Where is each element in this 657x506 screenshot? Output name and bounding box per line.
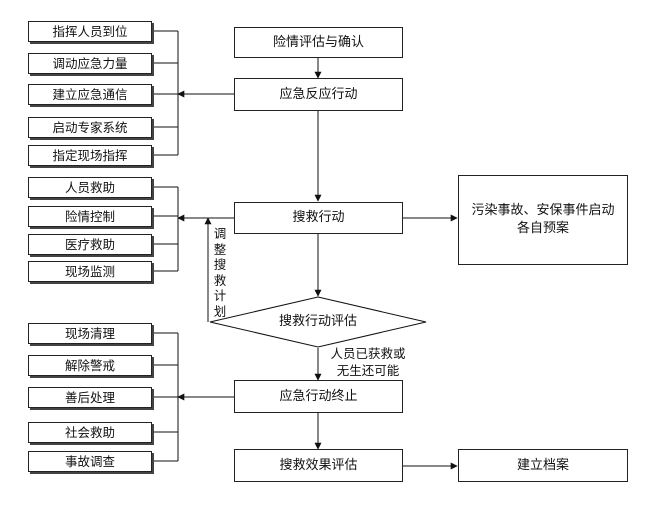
emergency-end-label: 应急行动终止 [279,388,358,404]
group-rescue-item: 医疗救助 [28,234,152,255]
effect-evaluation-label: 搜救效果评估 [279,457,358,473]
group-rescue-item: 险情控制 [28,206,152,227]
group-response-item: 调动应急力量 [28,53,152,74]
group-rescue-item: 现场监测 [28,261,152,282]
search-rescue-label: 搜救行动 [292,210,345,225]
group-response-item: 启动专家系统 [28,117,152,138]
decision-diamond [209,296,427,348]
build-archive-box: 建立档案 [458,449,628,482]
adjust-plan-label: 调 整 搜 救 计 划 [213,226,227,319]
search-rescue-box: 搜救行动 [234,202,403,234]
assess-confirm-label: 险情评估与确认 [272,34,364,50]
build-archive-label: 建立档案 [516,457,569,473]
group-end-item: 解除警戒 [28,355,152,376]
group-end-item: 善后处理 [28,387,152,408]
group-response-item: 指定现场指挥 [28,145,152,166]
group-response-item: 建立应急通信 [28,84,152,105]
group-end-item: 现场清理 [28,323,152,344]
emergency-response-box: 应急反应行动 [234,78,403,111]
effect-evaluation-box: 搜救效果评估 [234,449,403,482]
assess-confirm-box: 险情评估与确认 [234,27,403,58]
group-rescue-item: 人员救助 [28,177,152,198]
condition-label: 人员已获救或 无生还可能 [330,346,406,378]
emergency-response-label: 应急反应行动 [279,86,358,102]
contingency-plan-line2: 各自预案 [516,221,569,236]
group-end-item: 事故调查 [28,451,152,472]
emergency-end-box: 应急行动终止 [234,380,403,413]
rescue-evaluation-label: 搜救行动评估 [278,314,357,329]
group-end-item: 社会救助 [28,422,152,443]
contingency-plan-box: 污染事故、安保事件启动 各自预案 [458,175,628,265]
group-response-item: 指挥人员到位 [28,21,152,42]
contingency-plan-line1: 污染事故、安保事件启动 [471,203,615,218]
